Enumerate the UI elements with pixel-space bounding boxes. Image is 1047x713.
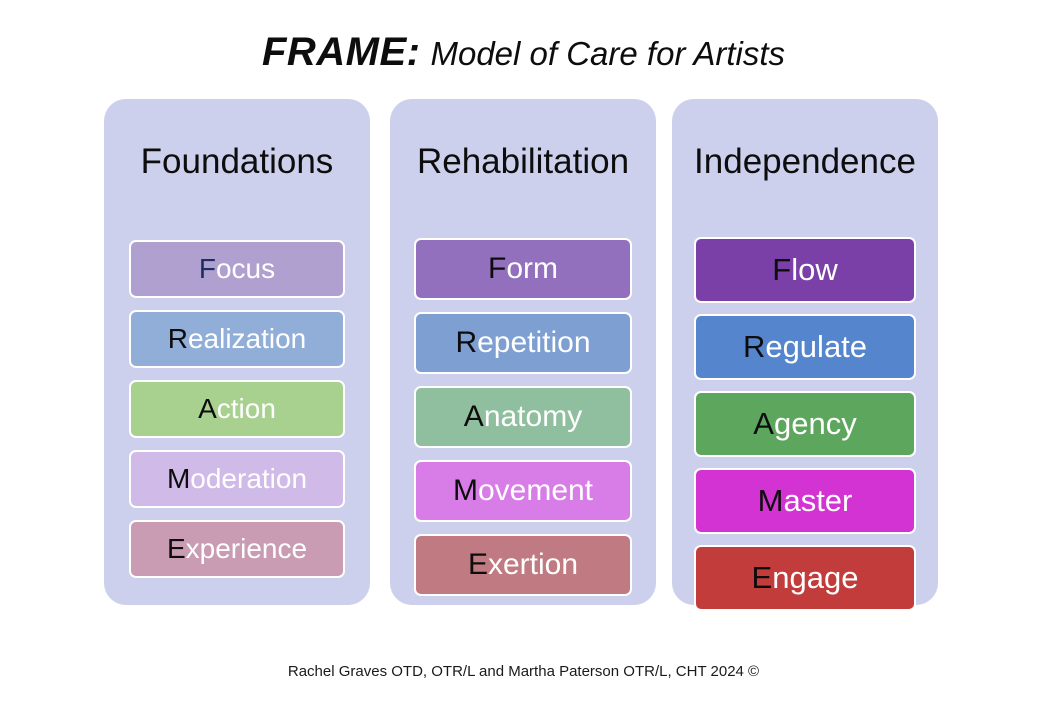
item-box-form[interactable]: Form (414, 238, 632, 300)
item-initial: R (742, 329, 766, 364)
item-rest: ction (216, 393, 276, 424)
item-box-realization[interactable]: Realization (129, 310, 345, 368)
item-box-repetition[interactable]: Repetition (414, 312, 632, 374)
item-label: Repetition (455, 326, 590, 360)
item-rest: ocus (215, 253, 276, 284)
item-box-moderation[interactable]: Moderation (129, 450, 345, 508)
item-rest: orm (506, 252, 558, 285)
item-box-master[interactable]: Master (694, 468, 916, 534)
item-rest: gency (773, 406, 857, 441)
item-label: Anatomy (464, 400, 582, 434)
item-rest: egulate (765, 329, 868, 364)
item-rest: aster (783, 483, 853, 518)
item-initial: F (488, 252, 507, 285)
item-box-focus[interactable]: Focus (129, 240, 345, 298)
item-label: Action (198, 393, 276, 425)
item-box-engage[interactable]: Engage (694, 545, 916, 611)
item-label: Engage (752, 560, 859, 596)
item-box-movement[interactable]: Movement (414, 460, 632, 522)
item-label: Moderation (167, 463, 307, 495)
column-heading-independence: Independence (694, 142, 916, 181)
item-rest: ngage (772, 560, 859, 595)
item-rest: epetition (477, 326, 591, 359)
item-label: Realization (168, 323, 307, 355)
item-rest: oderation (190, 463, 308, 494)
item-box-experience[interactable]: Experience (129, 520, 345, 578)
item-box-regulate[interactable]: Regulate (694, 314, 916, 380)
item-box-anatomy[interactable]: Anatomy (414, 386, 632, 448)
item-initial: M (757, 483, 784, 518)
item-label: Exertion (468, 548, 578, 582)
item-label: Form (488, 252, 558, 286)
item-initial: M (166, 463, 191, 494)
item-box-agency[interactable]: Agency (694, 391, 916, 457)
item-label: Focus (199, 253, 275, 285)
item-initial: R (455, 326, 478, 359)
item-rest: natomy (483, 400, 583, 433)
title-acronym: FRAME: (261, 30, 421, 74)
footer-credit: Rachel Graves OTD, OTR/L and Martha Pate… (287, 663, 760, 680)
item-rest: low (791, 252, 838, 287)
item-initial: E (751, 560, 773, 595)
item-rest: ealization (187, 323, 307, 354)
item-initial: F (772, 252, 792, 287)
column-heading-rehabilitation: Rehabilitation (416, 142, 630, 181)
page-title: FRAME:Model of Care for Artists (0, 30, 1047, 75)
item-initial: F (198, 253, 216, 284)
item-label: Regulate (743, 329, 867, 365)
item-label: Experience (167, 533, 307, 565)
title-subtitle: Model of Care for Artists (430, 35, 786, 72)
item-initial: A (198, 393, 217, 424)
item-box-flow[interactable]: Flow (694, 237, 916, 303)
item-box-exertion[interactable]: Exertion (414, 534, 632, 596)
item-rest: xperience (185, 533, 308, 564)
item-rest: ovement (477, 474, 594, 507)
column-heading-foundations: Foundations (140, 142, 334, 181)
item-label: Flow (772, 252, 837, 288)
item-initial: R (167, 323, 188, 354)
item-label: Movement (453, 474, 593, 508)
item-box-action[interactable]: Action (129, 380, 345, 438)
item-initial: M (452, 474, 478, 507)
item-label: Master (758, 483, 853, 519)
item-initial: A (753, 406, 774, 441)
item-label: Agency (753, 406, 856, 442)
item-initial: E (467, 548, 488, 581)
item-rest: xertion (487, 548, 579, 581)
item-initial: A (463, 400, 484, 433)
item-initial: E (166, 533, 186, 564)
